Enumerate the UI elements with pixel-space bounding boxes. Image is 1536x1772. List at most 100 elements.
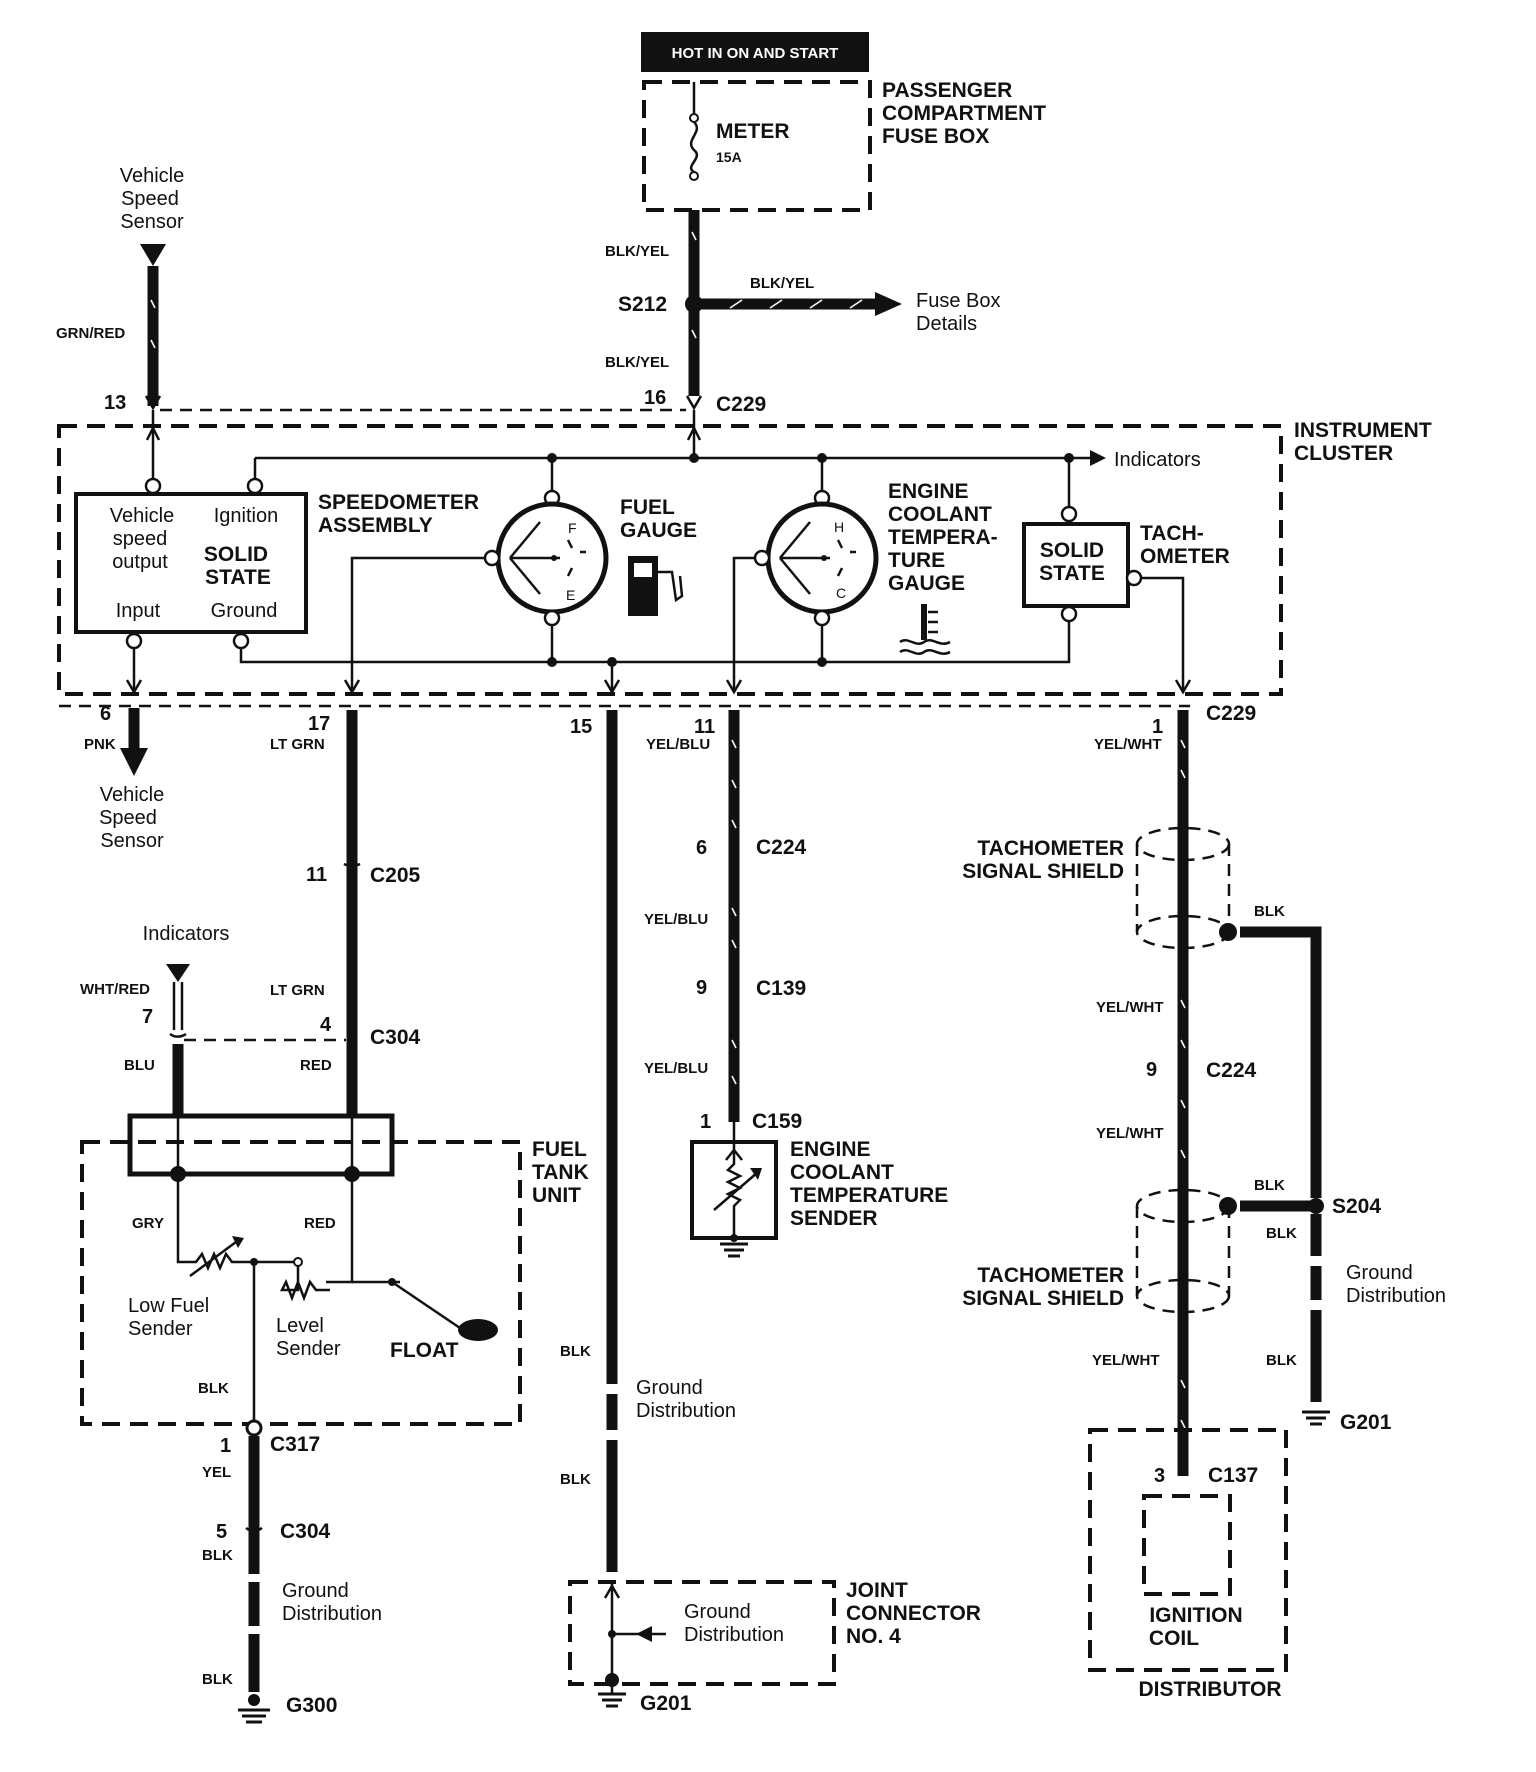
vso-line1: Vehicle [110, 505, 175, 527]
s204-label: S204 [1332, 1195, 1381, 1218]
joint-line2: CONNECTOR [846, 1602, 981, 1625]
g300-label: G300 [286, 1694, 337, 1717]
fuel-tank-line1: FUEL [532, 1138, 587, 1161]
c229-bottom-label: C229 [1206, 702, 1256, 725]
vss-bottom-arrow [120, 748, 148, 776]
level-sender [279, 1180, 498, 1341]
red-wire-color-tank: RED [304, 1215, 336, 1232]
pin-1-c159: 1 [700, 1111, 711, 1133]
cluster-outline [57, 424, 1283, 696]
ignition-coil-outline [1142, 1494, 1232, 1596]
pin-13: 13 [104, 392, 126, 414]
yel-wht-color-1: YEL/WHT [1094, 736, 1162, 753]
vss-top-line1: Vehicle [120, 165, 185, 187]
g201-joint-label: G201 [640, 1692, 692, 1715]
vss-top-arrow [140, 244, 166, 266]
pin-15: 15 [570, 716, 592, 738]
pin-3: 3 [1154, 1465, 1165, 1487]
ground-dist-g300-line1: Ground [282, 1580, 349, 1602]
yel-wht-hatch [1180, 739, 1186, 1429]
ground-dist-1-line2: Distribution [636, 1400, 736, 1422]
c229-pin13-symbol [144, 395, 162, 411]
c317-label: C317 [270, 1433, 320, 1456]
pin-1-tach: 1 [1152, 716, 1163, 738]
blk-g201-color: BLK [1266, 1352, 1297, 1369]
yel-blu-hatch [731, 739, 737, 1085]
ground-dist-s204-line2: Distribution [1346, 1285, 1446, 1307]
low-fuel-sender [176, 1180, 303, 1278]
level-sender-line1: Level [276, 1315, 324, 1337]
indicators2-arrow [166, 964, 190, 982]
indicators2-label: Indicators [143, 923, 230, 945]
joint-line1: JOINT [846, 1579, 908, 1602]
input-terminal-label: Input [116, 600, 161, 622]
fuse-details-wire-color: BLK/YEL [750, 275, 814, 292]
pin-5: 5 [216, 1521, 227, 1543]
ect-sender-line4: SENDER [790, 1207, 878, 1230]
ignition-coil-line2: COIL [1149, 1627, 1199, 1650]
low-fuel-line1: Low Fuel [128, 1295, 209, 1317]
speedo-assembly-line2: ASSEMBLY [318, 514, 433, 537]
c229-pin16-symbol [685, 395, 703, 411]
ground-terminal-label: Ground [211, 600, 278, 622]
hot-label: HOT IN ON AND START [672, 45, 839, 62]
speedo-solid-line2: STATE [205, 566, 271, 589]
yel-wht-color-3: YEL/WHT [1096, 1125, 1164, 1142]
fuel-e-mark: E [566, 587, 575, 603]
joint-line3: NO. 4 [846, 1625, 901, 1648]
speedo-solid-line1: SOLID [204, 543, 268, 566]
yel-wht-color-2: YEL/WHT [1096, 999, 1164, 1016]
ect-sender-line3: TEMPERATURE [790, 1184, 948, 1207]
fuel-gauge [343, 458, 609, 695]
c304-top-label: C304 [370, 1026, 421, 1049]
ground-dist-1-line1: Ground [636, 1377, 703, 1399]
fuse-details-line2: Details [916, 313, 977, 335]
c159-label: C159 [752, 1110, 802, 1133]
g201-label: G201 [1340, 1411, 1392, 1434]
ect-h-mark: H [834, 519, 844, 535]
c224-tach-label: C224 [1206, 1059, 1257, 1082]
fuse-rating: 15A [716, 149, 742, 165]
c139-label: C139 [756, 977, 806, 1000]
ground-symbol-g201 [1302, 1410, 1330, 1426]
tach-shield-2-line2: SIGNAL SHIELD [962, 1287, 1124, 1310]
ect-gauge-line5: GAUGE [888, 572, 965, 595]
yel-wht-color-4: YEL/WHT [1092, 1352, 1160, 1369]
speedo-solid-state-box [74, 492, 308, 634]
blk-tank-color: BLK [198, 1380, 229, 1397]
level-sender-line2: Sender [276, 1338, 341, 1360]
pin-6-c224: 6 [696, 837, 707, 859]
indicators-arrow [1090, 450, 1106, 466]
ground-dist-s204-line1: Ground [1346, 1262, 1413, 1284]
pin-16: 16 [644, 387, 666, 409]
tach-shield-1-line1: TACHOMETER [977, 837, 1124, 860]
speedo-assembly-line1: SPEEDOMETER [318, 491, 479, 514]
red-wire-color-top: RED [300, 1057, 332, 1074]
ect-gauge-line1: ENGINE [888, 480, 969, 503]
ground-symbol-g201-joint [598, 1686, 626, 1708]
pnk-wire-color: PNK [84, 736, 116, 753]
fuse-box-line1: PASSENGER [882, 79, 1012, 102]
splice-s212-dot [685, 295, 703, 313]
feed-wire-hatch [691, 231, 697, 339]
ect-gauge-line3: TEMPERA- [888, 526, 998, 549]
ect-gauge-line2: COOLANT [888, 503, 992, 526]
vso-line2: speed [113, 528, 168, 550]
vso-line3: output [112, 551, 168, 573]
gry-wire-color: GRY [132, 1215, 164, 1232]
blu-wire-color: BLU [124, 1057, 155, 1074]
tach-shield-2-line1: TACHOMETER [977, 1264, 1124, 1287]
ground-symbol-ect [720, 1234, 748, 1258]
fuse-details-arrow [875, 292, 902, 316]
float-label: FLOAT [390, 1339, 459, 1362]
distributor-outline [1088, 1428, 1288, 1672]
fuse-details-wire-hatch [729, 299, 863, 309]
cluster-name-line2: CLUSTER [1294, 442, 1393, 465]
ect-gauge-line4: TURE [888, 549, 945, 572]
fuse-details-line1: Fuse Box [916, 290, 1000, 312]
fuel-tank-unit-outline [80, 1140, 522, 1426]
blk-color-c304: BLK [202, 1547, 233, 1564]
tach-solid-state-box [1022, 522, 1130, 608]
fuel-tank-line3: UNIT [532, 1184, 581, 1207]
